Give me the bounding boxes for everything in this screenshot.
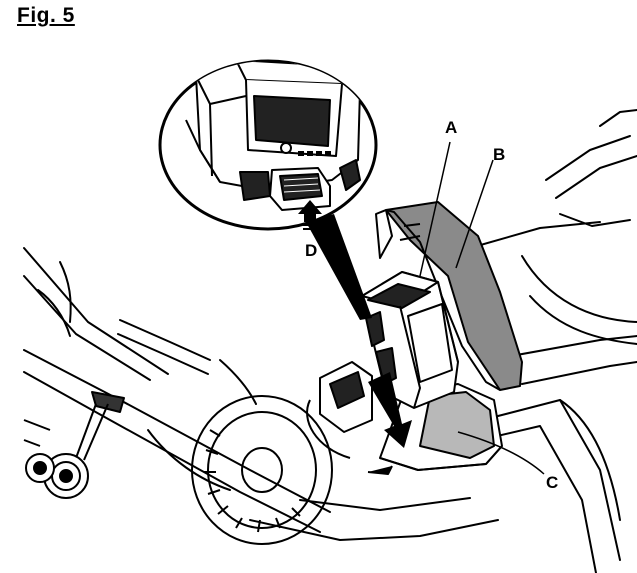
callout-c: C xyxy=(546,473,558,492)
control-lever xyxy=(23,391,125,499)
snow-thrower-body xyxy=(23,109,637,573)
insertion-arrow-icon xyxy=(368,372,412,448)
leader-lines xyxy=(419,141,545,475)
wheel xyxy=(191,395,333,545)
figure-title: Fig. 5 xyxy=(17,4,75,27)
battery-latch xyxy=(306,361,373,459)
magnifier-pointer xyxy=(306,214,372,320)
callout-a: A xyxy=(445,118,457,137)
callout-d: D xyxy=(305,241,317,260)
callout-b: B xyxy=(493,145,505,164)
battery-door xyxy=(375,201,523,391)
magnified-inset xyxy=(158,59,378,231)
press-latch-arrow-icon xyxy=(298,200,322,222)
